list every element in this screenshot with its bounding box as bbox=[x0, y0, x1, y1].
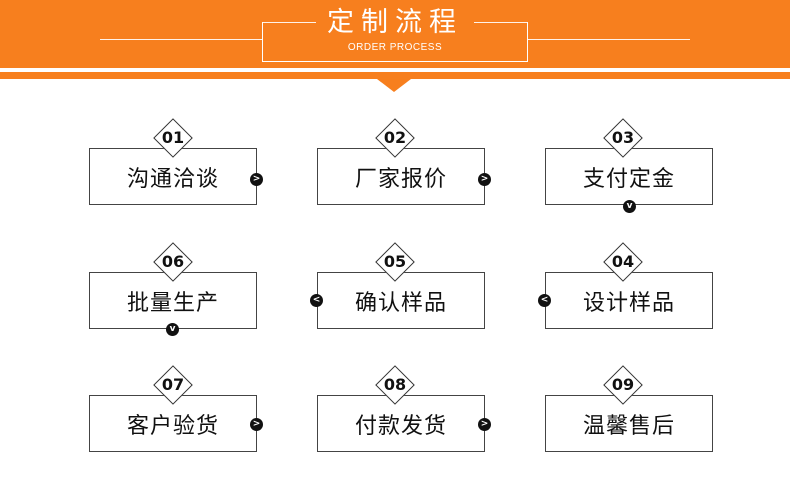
header-line-left bbox=[100, 39, 262, 40]
step-number: 06 bbox=[161, 252, 185, 271]
arrow-left-icon: < bbox=[310, 294, 323, 307]
step-label: 确认样品 bbox=[354, 290, 447, 316]
header-pointer-icon bbox=[377, 79, 411, 92]
step-label: 批量生产 bbox=[126, 290, 219, 316]
header-line-right bbox=[528, 39, 690, 40]
page-subtitle: ORDER PROCESS bbox=[347, 42, 443, 53]
step-box-04: 设计样品 bbox=[545, 272, 713, 329]
step-box-05: 确认样品 bbox=[317, 272, 485, 329]
step-label: 厂家报价 bbox=[354, 166, 447, 192]
step-label: 支付定金 bbox=[582, 166, 675, 192]
step-number: 09 bbox=[611, 375, 635, 394]
step-label: 设计样品 bbox=[582, 290, 675, 316]
header-line-mid-right bbox=[474, 22, 528, 23]
arrow-down-icon: v bbox=[623, 200, 636, 213]
step-box-09: 温馨售后 bbox=[545, 395, 713, 452]
step-box-08: 付款发货 bbox=[317, 395, 485, 452]
header-banner bbox=[0, 0, 790, 68]
step-box-02: 厂家报价 bbox=[317, 148, 485, 205]
step-box-03: 支付定金 bbox=[545, 148, 713, 205]
page-title: 定制流程 bbox=[327, 7, 463, 38]
step-number: 01 bbox=[161, 128, 185, 147]
step-number: 04 bbox=[611, 252, 635, 271]
arrow-right-icon: > bbox=[478, 173, 491, 186]
arrow-right-icon: > bbox=[478, 418, 491, 431]
step-number: 05 bbox=[383, 252, 407, 271]
step-label: 温馨售后 bbox=[582, 413, 675, 439]
step-number: 08 bbox=[383, 375, 407, 394]
step-number: 02 bbox=[383, 128, 407, 147]
step-number: 07 bbox=[161, 375, 185, 394]
header-frame bbox=[262, 22, 528, 62]
arrow-left-icon: < bbox=[538, 294, 551, 307]
step-label: 客户验货 bbox=[126, 413, 219, 439]
header-stripe bbox=[0, 72, 790, 79]
step-label: 付款发货 bbox=[354, 413, 447, 439]
step-label: 沟通洽谈 bbox=[126, 166, 219, 192]
header-line-mid-left bbox=[262, 22, 316, 23]
arrow-right-icon: > bbox=[250, 173, 263, 186]
arrow-right-icon: > bbox=[250, 418, 263, 431]
step-number: 03 bbox=[611, 128, 635, 147]
arrow-down-icon: v bbox=[166, 323, 179, 336]
